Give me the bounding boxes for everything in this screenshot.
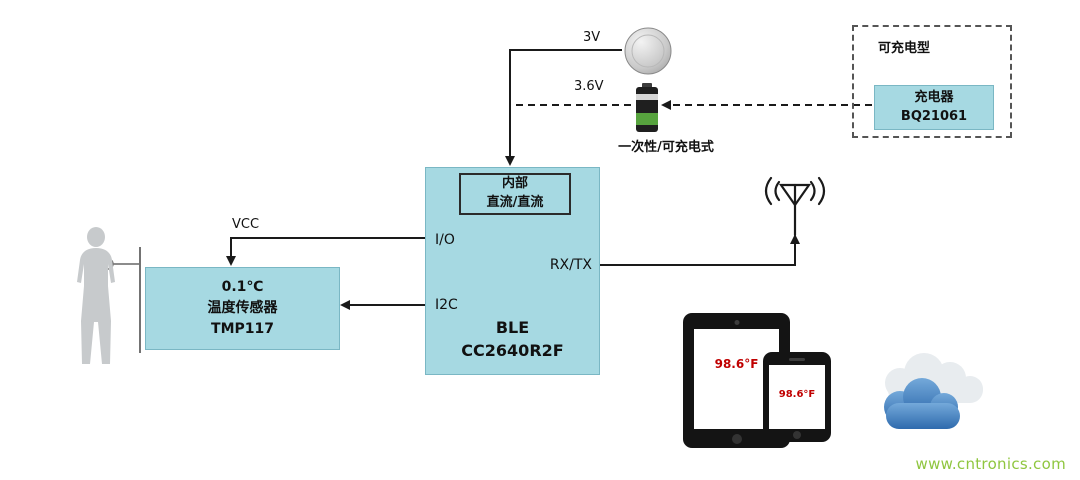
charger-block: 充电器 BQ21061	[874, 85, 994, 130]
human-body-icon	[77, 227, 115, 364]
watermark-url: www.cntronics.com	[915, 455, 1066, 473]
rechargeable-group-title: 可充电型	[878, 41, 931, 56]
internal-dcdc-block: 内部 直流/直流	[459, 173, 571, 215]
battery-type-caption: 一次性/可充电式	[618, 140, 714, 155]
ble-part-name: BLE CC2640R2F	[426, 317, 599, 362]
dcdc-label-line2: 直流/直流	[486, 195, 544, 210]
rxtx-connector	[600, 234, 800, 266]
coin-cell-battery-icon	[624, 27, 672, 75]
vcc-label: VCC	[232, 217, 260, 232]
dcdc-label-line1: 内部	[501, 176, 528, 192]
sensor-accuracy-label: 0.1℃	[221, 279, 264, 295]
antenna-icon	[764, 176, 826, 237]
phone-device: 98.6°F	[763, 352, 831, 442]
ble-name-line1: BLE	[495, 318, 530, 338]
vcc-connector	[226, 237, 425, 266]
i2c-connector	[340, 300, 425, 310]
sensor-name-label: 温度传感器	[207, 300, 278, 316]
body-contact-connector	[102, 247, 141, 353]
temperature-sensor-block: 0.1℃ 温度传感器 TMP117	[145, 267, 340, 350]
ble-name-line2: CC2640R2F	[461, 340, 564, 360]
sensor-part-number: TMP117	[211, 321, 274, 337]
pin-rxtx-label: RX/TX	[549, 257, 592, 273]
ble-mcu-block: 内部 直流/直流 I/O I2C RX/TX BLE CC2640R2F	[425, 167, 600, 375]
pin-i2c-label: I2C	[435, 297, 458, 313]
cloud-icon	[884, 353, 983, 429]
phone-screen: 98.6°F	[769, 365, 825, 429]
rechargeable-option-group: 可充电型 充电器 BQ21061	[852, 25, 1012, 138]
charger-label: 充电器	[914, 89, 954, 105]
battery-voltage-label: 3.6V	[574, 79, 604, 94]
charger-part-number: BQ21061	[900, 108, 968, 124]
cylindrical-battery-icon	[636, 83, 658, 132]
charger-to-battery-connector	[661, 100, 872, 110]
pin-io-label: I/O	[435, 232, 455, 248]
phone-temperature-reading: 98.6°F	[778, 389, 816, 400]
tablet-temperature-reading: 98.6°F	[714, 357, 759, 371]
coin-cell-voltage-label: 3V	[583, 30, 601, 45]
